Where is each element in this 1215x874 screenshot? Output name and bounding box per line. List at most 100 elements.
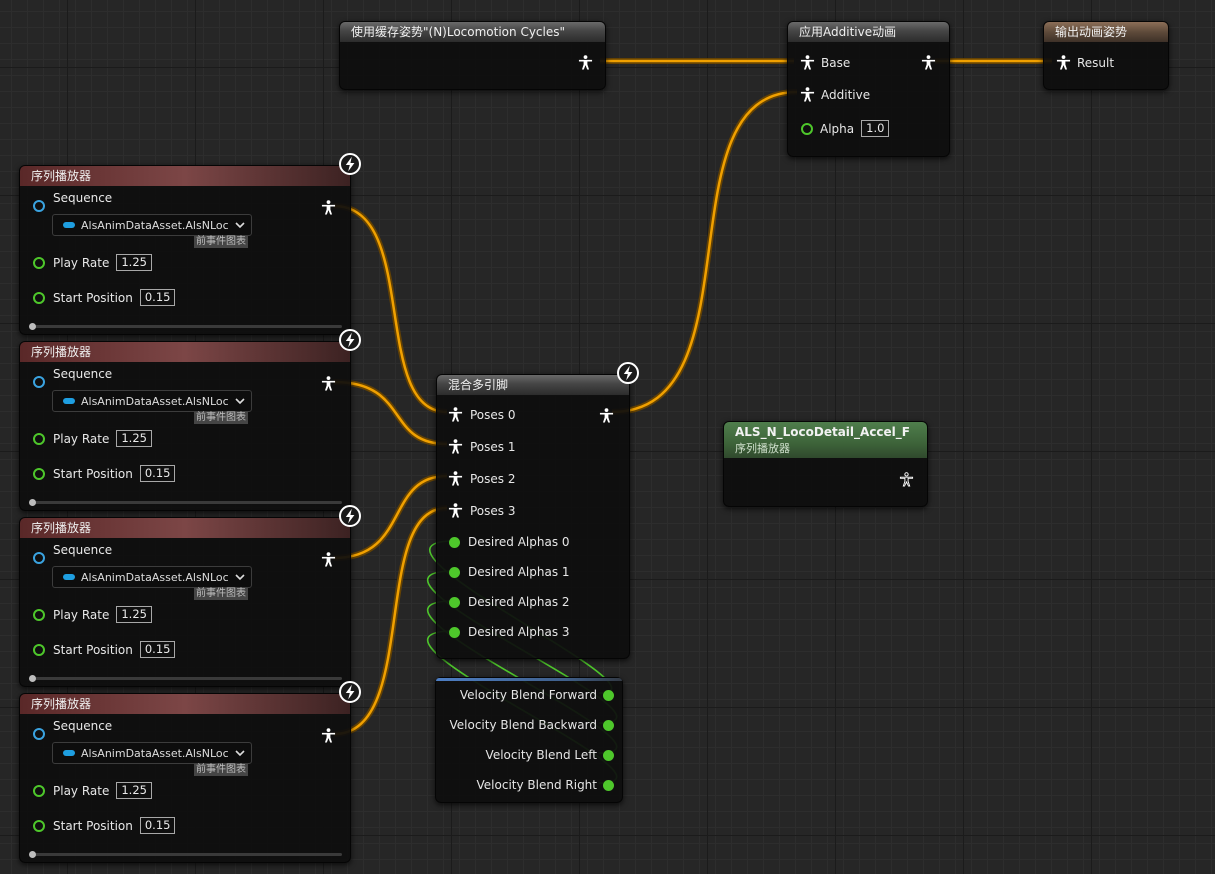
- velocity-forward-pin-row[interactable]: Velocity Blend Forward: [460, 688, 614, 702]
- alphas-1-pin-row[interactable]: Desired Alphas 1: [449, 565, 570, 579]
- float-pin-icon[interactable]: [33, 432, 45, 445]
- start-position-input[interactable]: 0.15: [139, 465, 176, 482]
- float-pin-icon[interactable]: [603, 779, 614, 791]
- float-pin-icon[interactable]: [33, 608, 45, 621]
- result-pin-row[interactable]: Result: [1056, 55, 1114, 70]
- person-icon[interactable]: [921, 55, 936, 70]
- start-position-pin-row[interactable]: Start Position 0.15: [33, 465, 176, 482]
- blend-multi-node[interactable]: 混合多引脚 Poses 0 Poses 1 Poses 2 Poses 3 De…: [436, 374, 630, 659]
- start-position-pin-row[interactable]: Start Position 0.15: [33, 289, 176, 306]
- object-pin-icon[interactable]: [33, 552, 45, 564]
- scrollbar-thumb[interactable]: [29, 851, 36, 858]
- node-scrollbar[interactable]: [29, 323, 342, 330]
- object-pin-icon[interactable]: [33, 376, 45, 388]
- output-pose-node[interactable]: 输出动画姿势 Result: [1043, 21, 1169, 90]
- poses-3-pin-row[interactable]: Poses 3: [448, 503, 516, 518]
- node-scrollbar[interactable]: [29, 851, 342, 858]
- sequence-player-node[interactable]: 序列播放器 Sequence AlsAnimDataAsset.AlsNLoco…: [19, 517, 351, 687]
- float-pin-icon[interactable]: [33, 256, 45, 269]
- person-icon[interactable]: [1056, 55, 1071, 70]
- start-position-input[interactable]: 0.15: [139, 289, 176, 306]
- person-icon[interactable]: [321, 376, 336, 391]
- sequence-asset-dropdown[interactable]: AlsAnimDataAsset.AlsNLoco: [52, 742, 252, 764]
- base-pin-row[interactable]: Base: [800, 55, 850, 70]
- person-icon[interactable]: [599, 408, 614, 423]
- person-icon[interactable]: [448, 503, 463, 518]
- person-icon[interactable]: [448, 471, 463, 486]
- float-pin-icon[interactable]: [449, 596, 460, 608]
- alphas-0-pin-row[interactable]: Desired Alphas 0: [449, 535, 570, 549]
- velocity-blend-node[interactable]: Velocity Blend Forward Velocity Blend Ba…: [435, 677, 623, 803]
- person-icon[interactable]: [321, 552, 336, 567]
- float-pin-icon[interactable]: [33, 784, 45, 797]
- person-icon[interactable]: [321, 728, 336, 743]
- play-rate-input[interactable]: 1.25: [116, 606, 152, 623]
- velocity-left-pin-row[interactable]: Velocity Blend Left: [486, 748, 614, 762]
- additive-pin-row[interactable]: Additive: [800, 87, 870, 102]
- poses-0-pin-row[interactable]: Poses 0: [448, 407, 516, 422]
- float-pin-icon[interactable]: [449, 536, 460, 548]
- node-scrollbar[interactable]: [29, 499, 342, 506]
- play-rate-input[interactable]: 1.25: [116, 782, 152, 799]
- play-rate-input[interactable]: 1.25: [116, 254, 152, 271]
- start-position-pin-row[interactable]: Start Position 0.15: [33, 641, 176, 658]
- play-rate-pin-row[interactable]: Play Rate 1.25: [33, 606, 152, 623]
- person-icon[interactable]: [800, 55, 815, 70]
- start-position-input[interactable]: 0.15: [139, 817, 176, 834]
- sequence-pin-row[interactable]: Sequence: [33, 367, 112, 389]
- play-rate-label: Play Rate: [53, 607, 110, 622]
- sequence-asset-dropdown[interactable]: AlsAnimDataAsset.AlsNLoco: [52, 566, 252, 588]
- alphas-3-pin-row[interactable]: Desired Alphas 3: [449, 625, 570, 639]
- velocity-backward-pin-row[interactable]: Velocity Blend Backward: [449, 718, 614, 732]
- sequence-pin-row[interactable]: Sequence: [33, 191, 112, 213]
- sequence-player-node[interactable]: 序列播放器 Sequence AlsAnimDataAsset.AlsNLoco…: [19, 693, 351, 863]
- poses-1-pin-row[interactable]: Poses 1: [448, 439, 516, 454]
- start-position-pin-row[interactable]: Start Position 0.15: [33, 817, 176, 834]
- play-rate-input[interactable]: 1.25: [116, 430, 152, 447]
- float-pin-icon[interactable]: [33, 467, 45, 480]
- person-icon[interactable]: [800, 87, 815, 102]
- person-icon[interactable]: [321, 200, 336, 215]
- play-rate-pin-row[interactable]: Play Rate 1.25: [33, 254, 152, 271]
- chevron-down-icon: [235, 574, 245, 581]
- float-pin-icon[interactable]: [449, 566, 460, 578]
- float-pin-icon[interactable]: [33, 819, 45, 832]
- start-position-input[interactable]: 0.15: [139, 641, 176, 658]
- float-pin-icon[interactable]: [603, 749, 614, 761]
- float-pin-icon[interactable]: [449, 626, 460, 638]
- float-pin-icon[interactable]: [603, 689, 614, 701]
- play-rate-pin-row[interactable]: Play Rate 1.25: [33, 782, 152, 799]
- loco-detail-subtitle: 序列播放器: [735, 442, 790, 455]
- node-scrollbar[interactable]: [29, 675, 342, 682]
- scrollbar-thumb[interactable]: [29, 675, 36, 682]
- sequence-pin-row[interactable]: Sequence: [33, 543, 112, 565]
- person-outline-icon[interactable]: [899, 472, 914, 487]
- person-icon[interactable]: [448, 439, 463, 454]
- play-rate-pin-row[interactable]: Play Rate 1.25: [33, 430, 152, 447]
- play-rate-label: Play Rate: [53, 255, 110, 270]
- object-pin-icon[interactable]: [33, 728, 45, 740]
- scrollbar-thumb[interactable]: [29, 323, 36, 330]
- sequence-asset-dropdown[interactable]: AlsAnimDataAsset.AlsNLoco: [52, 214, 252, 236]
- sequence-pin-row[interactable]: Sequence: [33, 719, 112, 741]
- sequence-player-node[interactable]: 序列播放器 Sequence AlsAnimDataAsset.AlsNLoco…: [19, 165, 351, 335]
- person-icon[interactable]: [578, 55, 593, 70]
- poses-2-pin-row[interactable]: Poses 2: [448, 471, 516, 486]
- sequence-asset-dropdown[interactable]: AlsAnimDataAsset.AlsNLoco: [52, 390, 252, 412]
- alpha-value-input[interactable]: 1.0: [861, 120, 890, 137]
- sequence-player-node[interactable]: 序列播放器 Sequence AlsAnimDataAsset.AlsNLoco…: [19, 341, 351, 511]
- velocity-right-pin-row[interactable]: Velocity Blend Right: [477, 778, 614, 792]
- loco-detail-title: ALS_N_LocoDetail_Accel_F: [735, 425, 910, 439]
- float-pin-icon[interactable]: [33, 643, 45, 656]
- scrollbar-thumb[interactable]: [29, 499, 36, 506]
- cached-pose-node[interactable]: 使用缓存姿势"(N)Locomotion Cycles": [339, 21, 606, 90]
- apply-additive-node[interactable]: 应用Additive动画 Base Additive Alpha 1.0: [787, 21, 950, 157]
- object-pin-icon[interactable]: [33, 200, 45, 212]
- float-pin-icon[interactable]: [33, 291, 45, 304]
- loco-detail-node[interactable]: ALS_N_LocoDetail_Accel_F 序列播放器: [723, 421, 928, 507]
- person-icon[interactable]: [448, 407, 463, 422]
- alpha-pin-row[interactable]: Alpha 1.0: [801, 120, 890, 137]
- float-pin-icon[interactable]: [801, 122, 813, 135]
- alphas-2-pin-row[interactable]: Desired Alphas 2: [449, 595, 570, 609]
- float-pin-icon[interactable]: [603, 719, 614, 731]
